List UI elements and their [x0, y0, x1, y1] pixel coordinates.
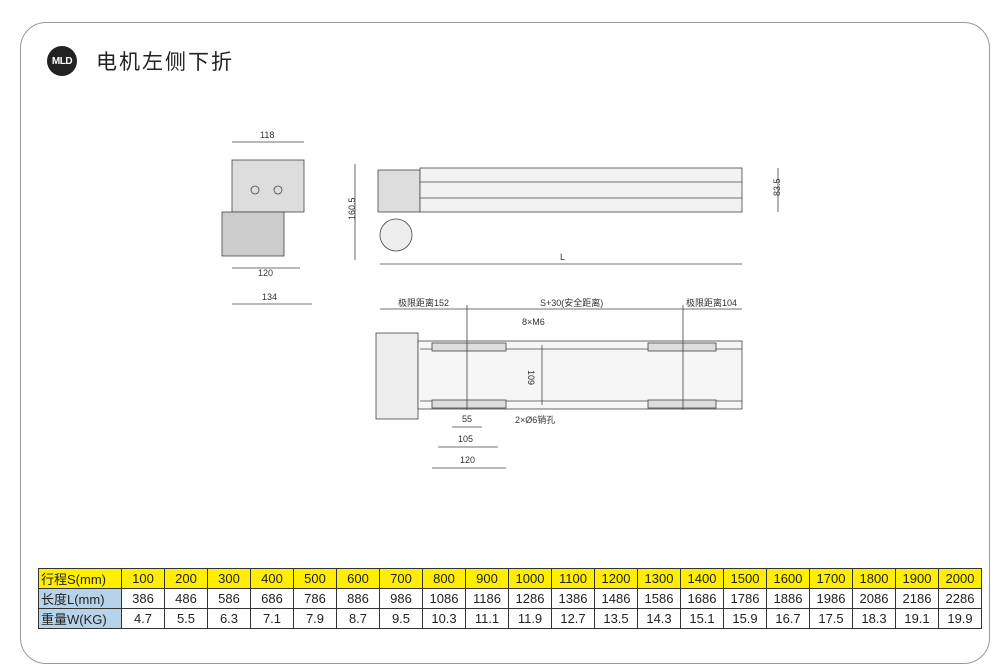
table-cell: 900: [465, 568, 509, 589]
label-pins: 2×Ø6销孔: [515, 414, 555, 425]
table-cell: 400: [250, 568, 294, 589]
dim-55: 55: [462, 414, 472, 424]
table-cell: 200: [164, 568, 208, 589]
table-cell: 300: [207, 568, 251, 589]
table-cell: 15.1: [680, 608, 724, 629]
table-cell: 700: [379, 568, 423, 589]
table-cell: 2000: [938, 568, 982, 589]
table-cell: 4.7: [121, 608, 165, 629]
table-cell: 19.9: [938, 608, 982, 629]
dim-120-top: 120: [460, 455, 475, 465]
table-cell: 1986: [809, 588, 853, 609]
side-view: 118 120 134: [221, 130, 312, 305]
table-cell: 1486: [594, 588, 638, 609]
table-cell: 800: [422, 568, 466, 589]
dim-safety: S+30(安全距离): [540, 297, 603, 308]
table-cell: 1800: [852, 568, 896, 589]
table-cell: 486: [164, 588, 208, 609]
table-cell: 6.3: [207, 608, 251, 629]
table-cell: 1086: [422, 588, 466, 609]
table-cell: 7.9: [293, 608, 337, 629]
label-screws: 8×M6: [522, 317, 545, 327]
table-cell: 13.5: [594, 608, 638, 629]
table-cell: 14.3: [637, 608, 681, 629]
row-header: 长度L(mm): [38, 588, 122, 609]
dim-limit-right: 极限距离104: [686, 297, 737, 308]
brand-logo: MLD: [47, 46, 77, 76]
table-cell: 1100: [551, 568, 595, 589]
dim-120: 120: [258, 268, 273, 278]
row-header: 行程S(mm): [38, 568, 122, 589]
page-frame: [20, 22, 990, 664]
table-cell: 1700: [809, 568, 853, 589]
table-cell: 2186: [895, 588, 939, 609]
table-cell: 986: [379, 588, 423, 609]
dim-109: 109: [526, 370, 536, 385]
table-cell: 2286: [938, 588, 982, 609]
table-cell: 886: [336, 588, 380, 609]
table-cell: 2086: [852, 588, 896, 609]
table-cell: 686: [250, 588, 294, 609]
table-cell: 1600: [766, 568, 810, 589]
table-cell: 500: [293, 568, 337, 589]
table-cell: 1386: [551, 588, 595, 609]
top-view: 极限距离152 S+30(安全距离) 极限距离104 8×M6 109 2×Ø6…: [375, 297, 743, 469]
table-cell: 1686: [680, 588, 724, 609]
table-cell: 8.7: [336, 608, 380, 629]
table-cell: 9.5: [379, 608, 423, 629]
table-cell: 10.3: [422, 608, 466, 629]
table-cell: 5.5: [164, 608, 208, 629]
table-cell: 1500: [723, 568, 767, 589]
row-header: 重量W(KG): [38, 608, 122, 629]
table-cell: 600: [336, 568, 380, 589]
table-cell: 1300: [637, 568, 681, 589]
dim-limit-left: 极限距离152: [398, 297, 449, 308]
table-cell: 100: [121, 568, 165, 589]
table-cell: 1286: [508, 588, 552, 609]
table-cell: 11.1: [465, 608, 509, 629]
table-cell: 786: [293, 588, 337, 609]
dim-L: L: [560, 252, 565, 262]
table-cell: 19.1: [895, 608, 939, 629]
table-cell: 1886: [766, 588, 810, 609]
table-cell: 386: [121, 588, 165, 609]
table-cell: 1786: [723, 588, 767, 609]
table-cell: 1200: [594, 568, 638, 589]
table-cell: 1586: [637, 588, 681, 609]
dim-105: 105: [458, 434, 473, 444]
table-cell: 16.7: [766, 608, 810, 629]
table-cell: 586: [207, 588, 251, 609]
table-cell: 1000: [508, 568, 552, 589]
dim-160-5: 160.5: [347, 197, 357, 220]
table-cell: 12.7: [551, 608, 595, 629]
front-view: 160.5 83.5 L: [347, 164, 782, 265]
table-cell: 18.3: [852, 608, 896, 629]
table-cell: 7.1: [250, 608, 294, 629]
table-cell: 15.9: [723, 608, 767, 629]
table-cell: 1900: [895, 568, 939, 589]
page-title: 电机左侧下折: [96, 51, 234, 74]
table-cell: 1186: [465, 588, 509, 609]
table-cell: 11.9: [508, 608, 552, 629]
dim-83-5: 83.5: [772, 178, 782, 196]
table-cell: 1400: [680, 568, 724, 589]
dim-118: 118: [260, 130, 274, 140]
table-cell: 17.5: [809, 608, 853, 629]
dim-134: 134: [262, 292, 277, 302]
